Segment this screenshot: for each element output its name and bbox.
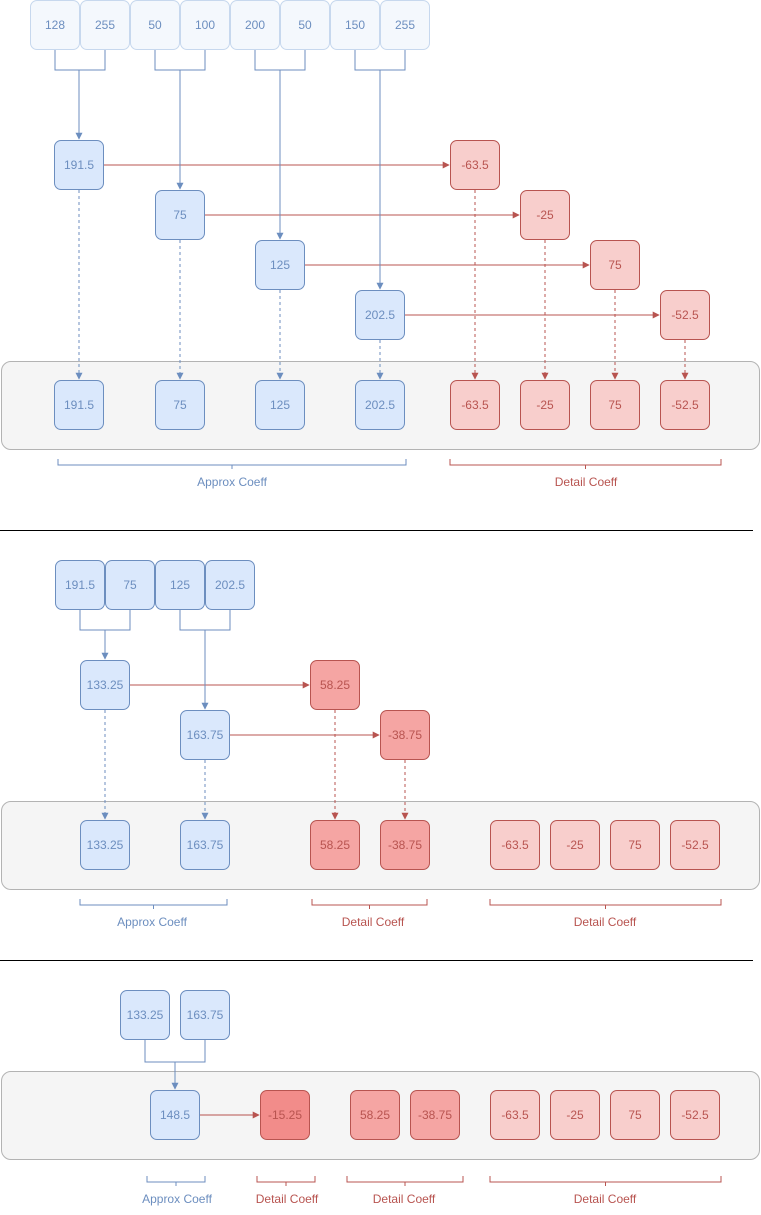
output-approx-coefficient: 125 <box>255 380 305 430</box>
detail-brace <box>449 459 722 469</box>
pair-bracket <box>144 1040 206 1063</box>
input-sample: 50 <box>280 0 330 50</box>
output-detail-coefficient-l2: -38.75 <box>410 1090 460 1140</box>
input-sample: 200 <box>230 0 280 50</box>
detail-coefficient: -63.5 <box>450 140 500 190</box>
input-sample: 191.5 <box>55 560 105 610</box>
approx-coeff-label: Approx Coeff <box>117 915 187 929</box>
input-sample: 100 <box>180 0 230 50</box>
output-detail-coefficient: -25 <box>520 380 570 430</box>
approx-coefficient: 148.5 <box>150 1090 200 1140</box>
approx-coeff-label: Approx Coeff <box>142 1192 212 1206</box>
detail-brace <box>311 899 428 909</box>
input-sample: 75 <box>105 560 155 610</box>
output-detail-coefficient-l2: 58.25 <box>350 1090 400 1140</box>
input-sample: 150 <box>330 0 380 50</box>
output-detail-coefficient-l1: -25 <box>550 1090 600 1140</box>
input-sample: 163.75 <box>180 990 230 1040</box>
approx-coefficient: 191.5 <box>54 140 104 190</box>
output-detail-coefficient: 75 <box>590 380 640 430</box>
approx-brace <box>146 1176 206 1186</box>
pair-bracket <box>79 610 131 631</box>
output-approx-coefficient: 75 <box>155 380 205 430</box>
detail-coeff-label: Detail Coeff <box>554 475 618 489</box>
detail-l1-coeff-label: Detail Coeff <box>573 1192 637 1206</box>
detail-coefficient: 58.25 <box>310 660 360 710</box>
pair-bracket <box>54 50 106 71</box>
approx-brace <box>57 459 407 469</box>
output-detail-coefficient: -63.5 <box>450 380 500 430</box>
output-detail-coefficient-l1: 75 <box>610 1090 660 1140</box>
output-detail-coefficient-prev: 75 <box>610 820 660 870</box>
output-approx-coefficient: 191.5 <box>54 380 104 430</box>
approx-coefficient: 163.75 <box>180 710 230 760</box>
pair-bracket <box>254 50 306 71</box>
detail-coefficient: -52.5 <box>660 290 710 340</box>
approx-coeff-label: Approx Coeff <box>197 475 267 489</box>
input-sample: 255 <box>80 0 130 50</box>
output-detail-coefficient-l1: -63.5 <box>490 1090 540 1140</box>
output-detail-coefficient-l1: -52.5 <box>670 1090 720 1140</box>
output-approx-coefficient: 133.25 <box>80 820 130 870</box>
output-approx-coefficient: 202.5 <box>355 380 405 430</box>
output-detail-coefficient: -38.75 <box>380 820 430 870</box>
separator-line <box>0 960 753 961</box>
detail-l1-brace <box>489 1176 722 1186</box>
detail-brace <box>256 1176 316 1186</box>
detail-l2-coeff-label: Detail Coeff <box>372 1192 436 1206</box>
output-detail-coefficient: 58.25 <box>310 820 360 870</box>
output-detail-coefficient-prev: -63.5 <box>490 820 540 870</box>
pair-bracket <box>179 610 231 631</box>
detail-coefficient: -15.25 <box>260 1090 310 1140</box>
approx-coefficient: 202.5 <box>355 290 405 340</box>
input-sample: 128 <box>30 0 80 50</box>
input-sample: 50 <box>130 0 180 50</box>
detail-coefficient: 75 <box>590 240 640 290</box>
approx-coefficient: 133.25 <box>80 660 130 710</box>
approx-coefficient: 75 <box>155 190 205 240</box>
detail-l2-brace <box>346 1176 464 1186</box>
output-approx-coefficient: 163.75 <box>180 820 230 870</box>
output-detail-coefficient-prev: -25 <box>550 820 600 870</box>
detail-prev-brace <box>489 899 722 909</box>
approx-brace <box>79 899 228 909</box>
input-sample: 202.5 <box>205 560 255 610</box>
pair-bracket <box>154 50 206 71</box>
detail-coefficient: -38.75 <box>380 710 430 760</box>
detail-coefficient: -25 <box>520 190 570 240</box>
input-sample: 125 <box>155 560 205 610</box>
pair-bracket <box>354 50 406 71</box>
output-detail-coefficient: -52.5 <box>660 380 710 430</box>
detail-coeff-label: Detail Coeff <box>341 915 405 929</box>
input-sample: 133.25 <box>120 990 170 1040</box>
detail-coeff-label: Detail Coeff <box>255 1192 319 1206</box>
output-detail-coefficient-prev: -52.5 <box>670 820 720 870</box>
detail-prev-coeff-label: Detail Coeff <box>573 915 637 929</box>
input-sample: 255 <box>380 0 430 50</box>
approx-coefficient: 125 <box>255 240 305 290</box>
separator-line <box>0 530 753 531</box>
